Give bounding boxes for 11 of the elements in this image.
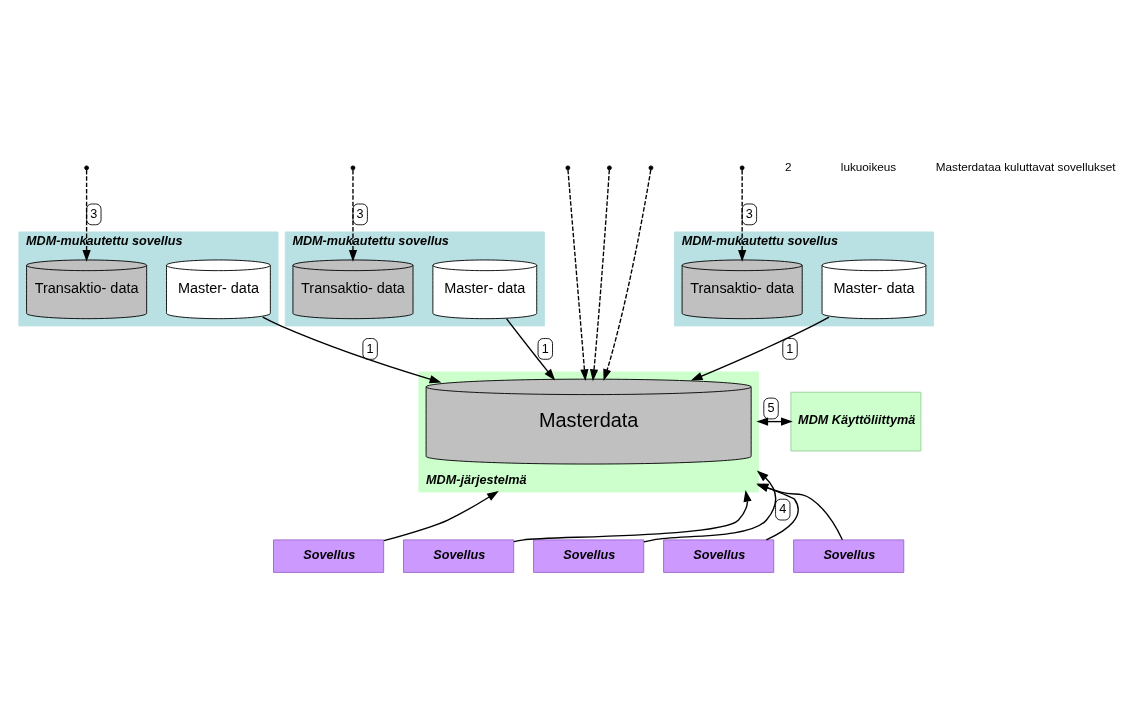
edge-label: 4 [779,502,787,517]
edge-label: 3 [356,207,364,222]
label: Masterdataa kuluttavat sovellukset [935,159,1116,173]
edge-label: 3 [90,207,98,222]
label: lukuoikeus [840,159,897,173]
edge-label: 1 [366,341,374,356]
label: 2 [784,159,792,173]
edge-label: 1 [541,341,549,356]
edge-label: 1 [786,341,794,356]
edge-label: 5 [767,401,775,416]
edge-label: 3 [745,207,753,222]
